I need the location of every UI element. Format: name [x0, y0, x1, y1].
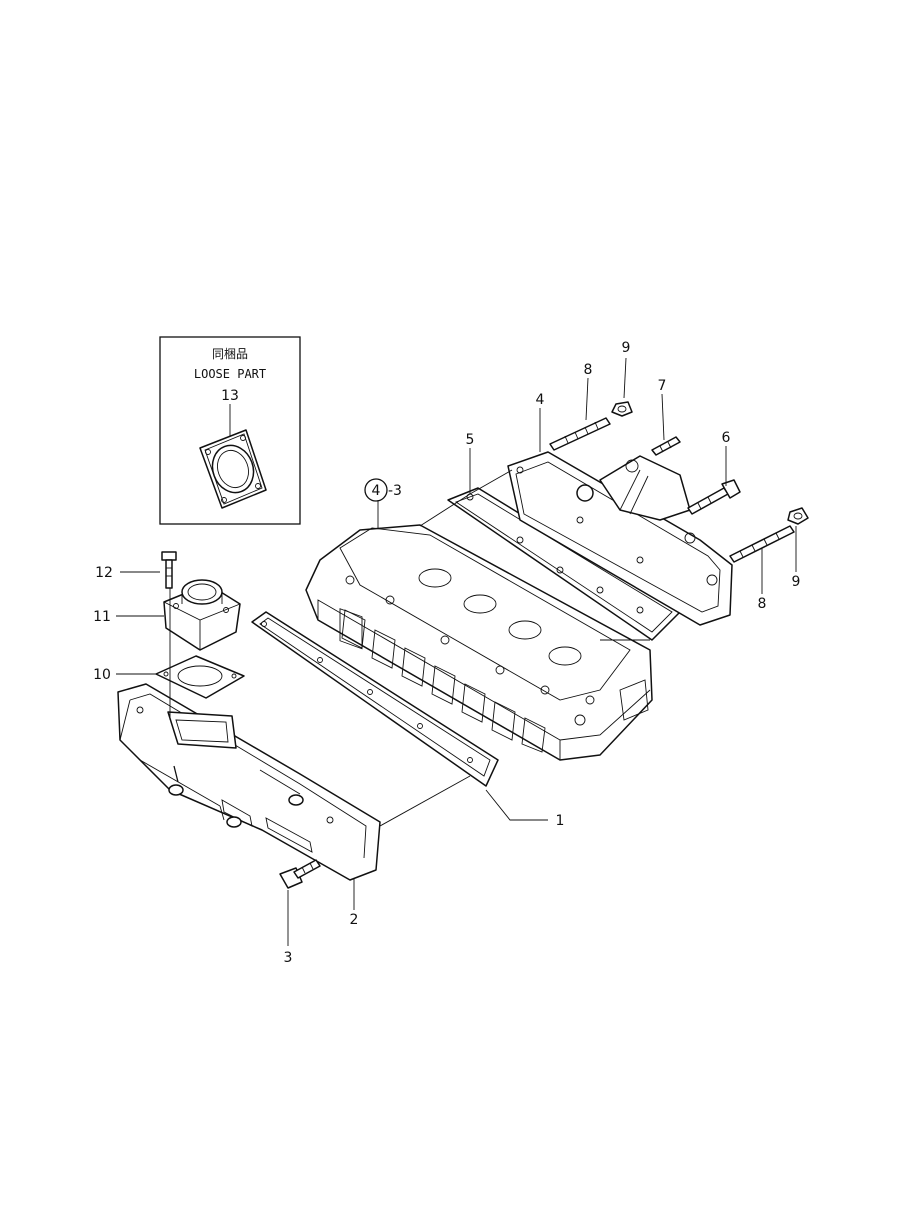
flange-11-drawing	[163, 579, 241, 651]
nut-9-right-drawing	[787, 507, 809, 525]
callout-8-top: 8	[584, 362, 593, 378]
bolt-12-drawing	[161, 551, 177, 589]
gasket-10-drawing	[155, 655, 245, 699]
callout-9-top: 9	[622, 340, 631, 356]
callout-11: 11	[93, 609, 111, 625]
callout-2: 2	[350, 912, 359, 928]
nut-9-top-drawing	[611, 401, 633, 417]
leader-lines	[116, 357, 797, 946]
callout-8-right: 8	[758, 596, 767, 612]
callout-10: 10	[93, 667, 111, 683]
callout-4: 4	[536, 392, 545, 408]
stud-8-right-drawing	[729, 525, 795, 563]
loose-part-label-jp: 同梱品	[212, 347, 248, 361]
callout-9-right: 9	[792, 574, 801, 590]
callouts: 9 8 7 4 6 5 4 -3 8 9 12 11 10 1 2 3	[93, 340, 800, 966]
gasket-1-drawing	[251, 611, 499, 787]
callout-4-ref-circle	[364, 478, 388, 502]
callout-1: 1	[556, 813, 565, 829]
stud-7-drawing	[651, 436, 681, 456]
cylinder-head-drawing	[305, 524, 653, 761]
bolt-3-drawing	[279, 859, 321, 889]
callout-6: 6	[722, 430, 731, 446]
callout-12: 12	[95, 565, 113, 581]
intake-manifold-4-drawing	[507, 451, 733, 626]
loose-part-box: 同梱品 LOOSE PART 13	[159, 336, 301, 525]
callout-3: 3	[284, 950, 293, 966]
loose-part-number: 13	[221, 388, 239, 404]
callout-4-ref-suffix: -3	[388, 483, 402, 499]
callout-7: 7	[658, 378, 667, 394]
stud-8-top-drawing	[549, 417, 611, 451]
exhaust-manifold-2-drawing	[117, 683, 381, 881]
loose-part-label-en: LOOSE PART	[194, 367, 266, 381]
bolt-6-drawing	[687, 479, 741, 515]
callout-4-ref: 4	[372, 483, 381, 499]
gasket-13-drawing	[199, 429, 267, 509]
callout-5: 5	[466, 432, 475, 448]
